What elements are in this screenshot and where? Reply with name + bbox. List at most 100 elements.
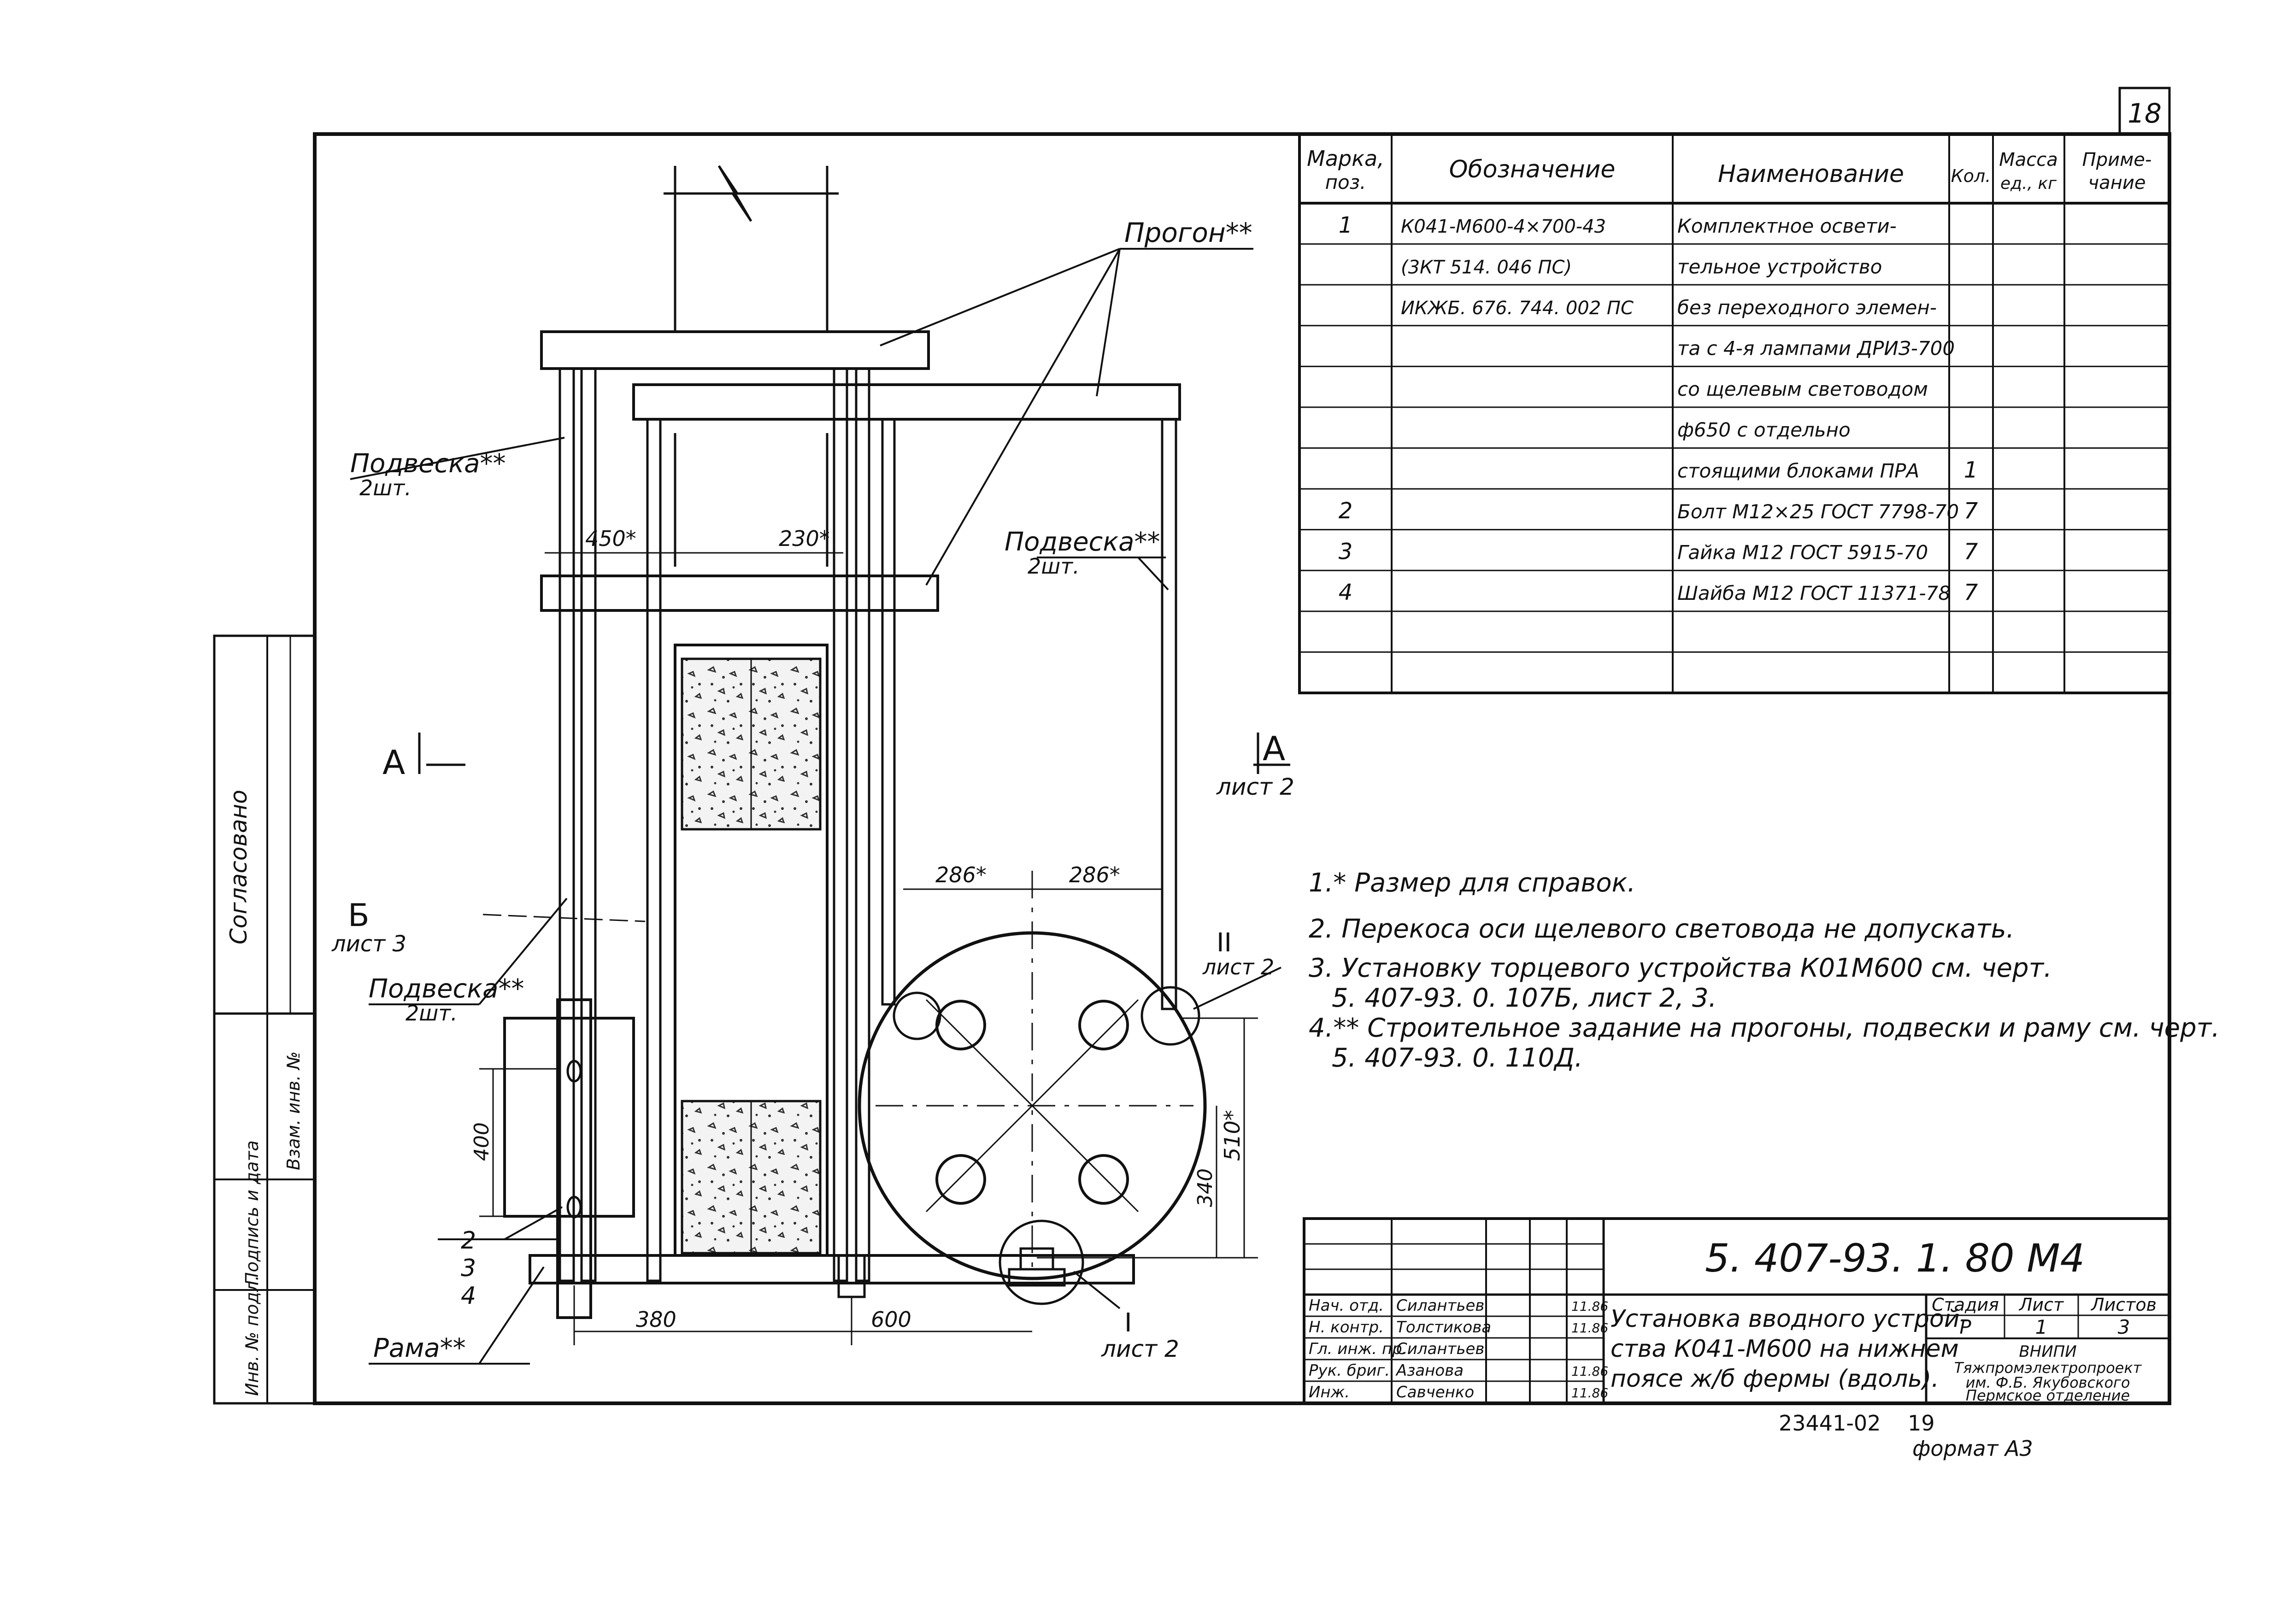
header-mark-2: поз. [1325, 171, 1366, 193]
sheet-number-box: 18 [2118, 87, 2171, 135]
signer-name: Силантьев [1396, 1296, 1484, 1315]
signer-name: Савченко [1396, 1383, 1474, 1401]
pos-3: 3 [461, 1255, 476, 1282]
spec-cell-name: без переходного элемен- [1677, 296, 1937, 319]
section-b: Б [348, 897, 370, 934]
purlins [540, 330, 1181, 612]
header-note-1: Приме- [2082, 149, 2152, 170]
podveska-label-lower: Подвеска** [369, 974, 524, 1004]
org-line-2: Тяжпромэлектропроект [1954, 1359, 2142, 1377]
spec-cell-qty: 7 [1964, 580, 1978, 605]
sheet-value: 1 [2035, 1316, 2048, 1338]
sheet-label: Лист [2018, 1295, 2064, 1315]
dim-450: 450* [585, 526, 636, 551]
org-line-3: им. Ф.Б. Якубовского [1966, 1374, 2130, 1391]
hangers [558, 367, 1177, 1282]
pos-2: 2 [461, 1227, 476, 1255]
agreed-label: Согласовано [225, 790, 252, 944]
section-a-right: А [1263, 729, 1285, 768]
light-device [858, 871, 1207, 1305]
header-qty: Кол. [1951, 166, 1991, 186]
section-a-sheet: лист 2 [1216, 774, 1294, 800]
podveska-count-left: 2шт. [359, 475, 411, 500]
signer-role: Нач. отд. [1309, 1296, 1384, 1315]
signer-name: Азанова [1395, 1361, 1464, 1380]
doc-code: 5. 407-93. 1. 80 М4 [1705, 1236, 2085, 1281]
dim-600: 600 [871, 1307, 911, 1332]
dim-230: 230* [779, 526, 830, 551]
sheets-value: 3 [2118, 1316, 2130, 1338]
spec-cell-name: стоящими блоками ПРА [1677, 459, 1919, 482]
spec-cell-name: Болт М12×25 ГОСТ 7798-70 [1677, 500, 1959, 523]
spec-cell-qty: 7 [1964, 498, 1978, 524]
note-2: 2. Перекоса оси щелевого световода не до… [1309, 914, 2014, 944]
truss-post [664, 165, 839, 1257]
dim-340: 340 [1193, 1168, 1217, 1207]
spec-cell-mark: 2 [1339, 498, 1353, 524]
ballast-unit-pra [503, 1017, 635, 1218]
note-1: 1.* Размер для справок. [1309, 868, 1635, 898]
header-mark-1: Марка, [1307, 146, 1384, 171]
spec-cell-name: со щелевым световодом [1677, 378, 1928, 400]
podveska-label-left: Подвеска** [350, 449, 506, 479]
dim-286-left: 286* [935, 862, 987, 887]
spec-cell-qty: 7 [1964, 539, 1978, 564]
note-4b: 5. 407-93. 0. 110Д. [1332, 1043, 1583, 1073]
footer: 23441-02 19 формат А3 [1779, 1411, 2033, 1461]
notes: 1.* Размер для справок. 2. Перекоса оси … [1309, 868, 2220, 1073]
inv-orig-label: Инв. № подл. [242, 1275, 262, 1396]
sign-date-label: Подпись и дата [242, 1140, 262, 1285]
pos-4: 4 [461, 1282, 476, 1310]
dimension-lines [479, 552, 1258, 1345]
signer-role: Инж. [1309, 1383, 1350, 1401]
org-line-4: Пермское отделение [1966, 1387, 2130, 1404]
node-1-sheet: лист 2 [1101, 1336, 1179, 1362]
header-mass-1: Масса [1999, 149, 2058, 170]
dim-510: 510* [1220, 1110, 1245, 1161]
sheet-number: 18 [2128, 98, 2162, 129]
signer-date: 11.86 [1571, 1364, 1608, 1379]
signer-role: Гл. инж. пр. [1309, 1340, 1407, 1358]
title-block: 5. 407-93. 1. 80 М4 Установка вводного у… [1303, 1217, 2171, 1405]
spec-cell-qty: 1 [1964, 457, 1978, 483]
spec-cell-designation: К041-М600-4×700-43 [1401, 216, 1606, 237]
archive-number: 23441-02 [1779, 1411, 1881, 1436]
node-2-sheet: лист 2 [1202, 955, 1274, 979]
spec-cell-mark: 4 [1339, 580, 1353, 605]
signer-date: 11.86 [1571, 1299, 1608, 1314]
podveska-label-right: Подвеска** [1005, 527, 1160, 557]
sheets-label: Листов [2090, 1295, 2157, 1315]
note-3b: 5. 407-93. 0. 107Б, лист 2, 3. [1332, 983, 1716, 1013]
progon-label: Прогон** [1124, 217, 1252, 248]
header-note-2: чание [2088, 172, 2146, 193]
podveska-count-lower: 2шт. [406, 1001, 458, 1026]
frame-rama [529, 998, 1135, 1319]
spec-cell-designation: (3КТ 514. 046 ПС) [1401, 257, 1572, 278]
node-1-label: I [1124, 1308, 1132, 1338]
header-mass-2: ед., кг [2000, 174, 2057, 193]
leader-lines [350, 248, 1281, 1365]
dim-286-right: 286* [1069, 862, 1120, 887]
title-line-3: поясе ж/б фермы (вдоль). [1611, 1365, 1939, 1393]
stage-value: Р [1959, 1316, 1971, 1338]
section-markers [418, 733, 1290, 922]
format-label: формат А3 [1912, 1436, 2033, 1461]
rama-label: Рама** [373, 1333, 466, 1363]
spec-cell-name: Комплектное освети- [1677, 215, 1897, 237]
spec-cell-designation: ИКЖБ. 676. 744. 002 ПС [1401, 298, 1634, 319]
section-a-left: А [382, 743, 405, 782]
node-2-label: II [1217, 928, 1232, 958]
header-name: Наименование [1718, 160, 1904, 188]
podveska-count-right: 2шт. [1028, 554, 1080, 579]
signer-role: Н. контр. [1309, 1318, 1384, 1337]
note-3: 3. Установку торцевого устройства К01М60… [1309, 953, 2052, 983]
spec-cell-name: та с 4-я лампами ДРИЗ-700 [1677, 337, 1955, 360]
page-number: 19 [1908, 1411, 1935, 1436]
dim-400: 400 [470, 1122, 494, 1161]
spec-cell-mark: 3 [1339, 539, 1353, 564]
spec-cell-name: Шайба М12 ГОСТ 11371-78 [1677, 582, 1951, 604]
spec-table: Марка, поз. Обозначение Наименование Кол… [1298, 133, 2171, 694]
title-line-1: Установка вводного устрой- [1611, 1305, 1968, 1333]
note-4: 4.** Строительное задание на прогоны, по… [1309, 1013, 2220, 1043]
